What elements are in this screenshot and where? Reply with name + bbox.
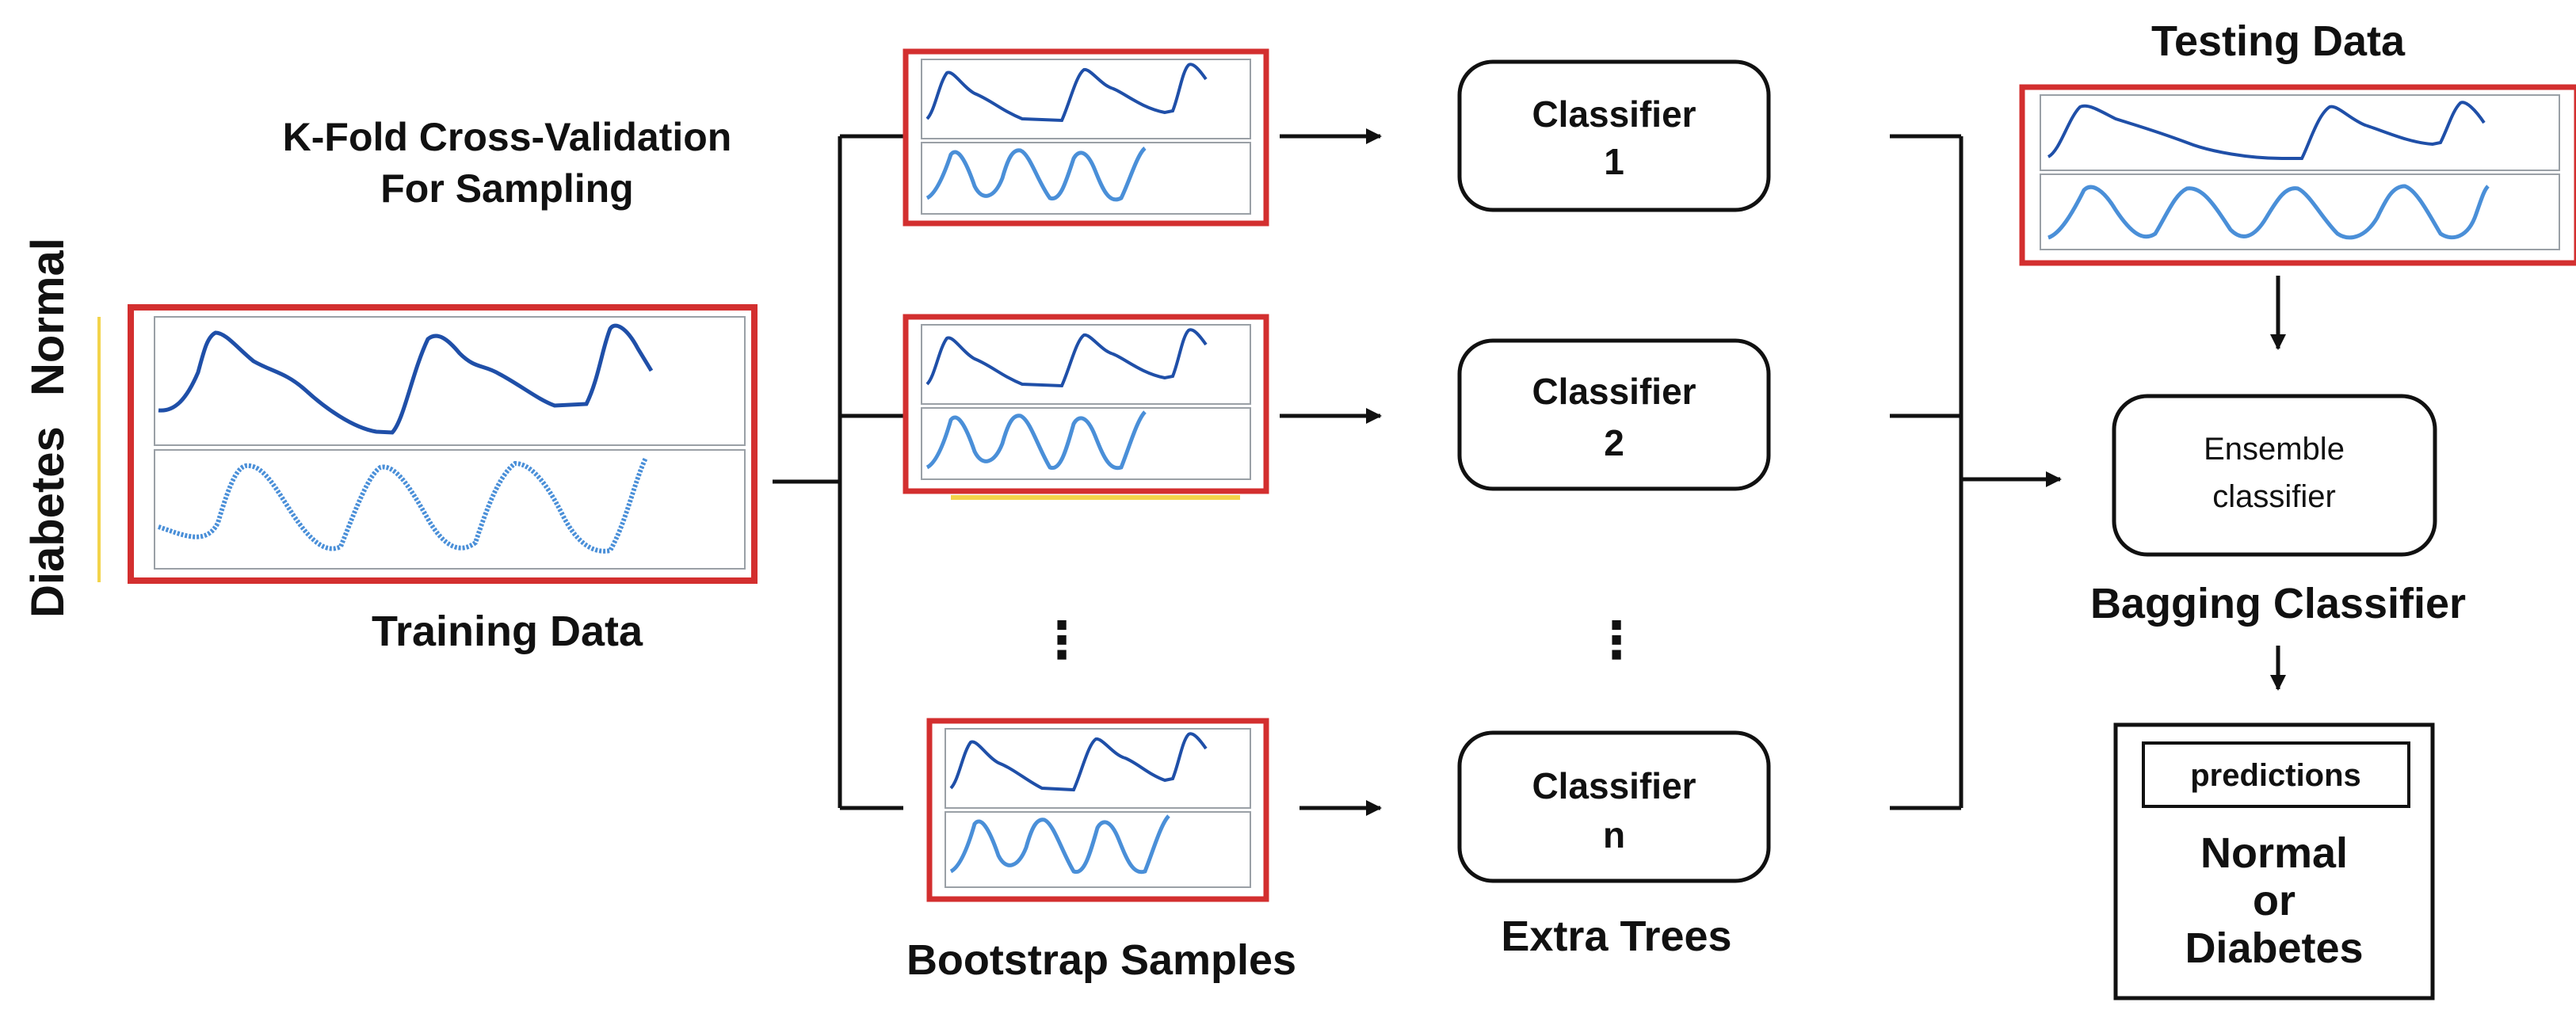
training-data-label: Training Data [372,608,643,655]
sample-diabetes-waveform [949,814,1170,875]
testing-data-label: Testing Data [2151,17,2406,65]
sample-signal-box [921,59,1251,139]
sample-normal-waveform [949,732,1208,792]
sample-signal-box [945,811,1251,888]
classifier-box [1457,338,1771,491]
classifier-n: Classifier n [1457,730,1771,883]
signal-diabetes-box [154,449,746,570]
sample-signal-box [921,324,1251,405]
side-label-diabetes: Diabetes [22,426,74,618]
predictions-box [2142,741,2410,808]
classifier-box [1457,730,1771,883]
side-label-normal: Normal [22,238,74,396]
training-data-panel [97,304,758,584]
extra-trees-label: Extra Trees [1501,913,1731,960]
testing-diabetes-waveform [2047,184,2490,240]
sample-normal-waveform [925,328,1208,388]
bootstrap-samples-label: Bootstrap Samples [906,936,1296,984]
classifier-n-index: n [1603,814,1625,856]
merge-bracket [1890,134,1963,810]
classifier-2-word: Classifier [1532,371,1696,412]
signal-normal-box [154,316,746,446]
ensemble-box [2112,394,2437,557]
signal-normal-waveform [158,323,654,435]
testing-data-panel [2019,84,2576,266]
bootstrap-sample-n [926,718,1269,902]
sample-normal-waveform [925,63,1208,123]
ensemble-classifier: Ensemble classifier [2112,394,2437,557]
bootstrap-sample-1 [903,48,1269,227]
classifier-1-index: 1 [1604,141,1624,182]
testing-signal-box [2040,173,2560,250]
classifier-2-index: 2 [1604,422,1624,463]
ensemble-line-2: classifier [2212,479,2336,514]
classifier-box [1457,59,1771,212]
bootstrap-sample-2 [903,314,1269,500]
sample-diabetes-waveform [925,147,1147,202]
classifier-1: Classifier 1 [1457,59,1771,212]
outcome-line-3: Diabetes [2185,924,2363,972]
classifier-1-word: Classifier [1532,93,1696,135]
split-bracket [773,134,903,810]
bagging-classifier-label: Bagging Classifier [2090,580,2466,627]
signal-diabetes-waveform [158,456,648,554]
title-line-2: For Sampling [380,166,633,211]
outcome-line-2: or [2253,877,2296,924]
ellipsis-classifiers: ⋮ [1591,612,1642,669]
ellipsis-samples: ⋮ [1036,612,1087,669]
classifier-2: Classifier 2 [1457,338,1771,491]
sample-diabetes-waveform [925,410,1147,471]
outcome-line-1: Normal [2200,829,2348,877]
ensemble-line-1: Ensemble [2204,432,2345,467]
title-line-1: K-Fold Cross-Validation [283,115,732,159]
classifier-n-word: Classifier [1532,765,1696,806]
output-box: predictions Normal or Diabetes [2113,722,2435,1000]
testing-normal-waveform [2047,101,2486,160]
predictions-label: predictions [2190,758,2361,793]
